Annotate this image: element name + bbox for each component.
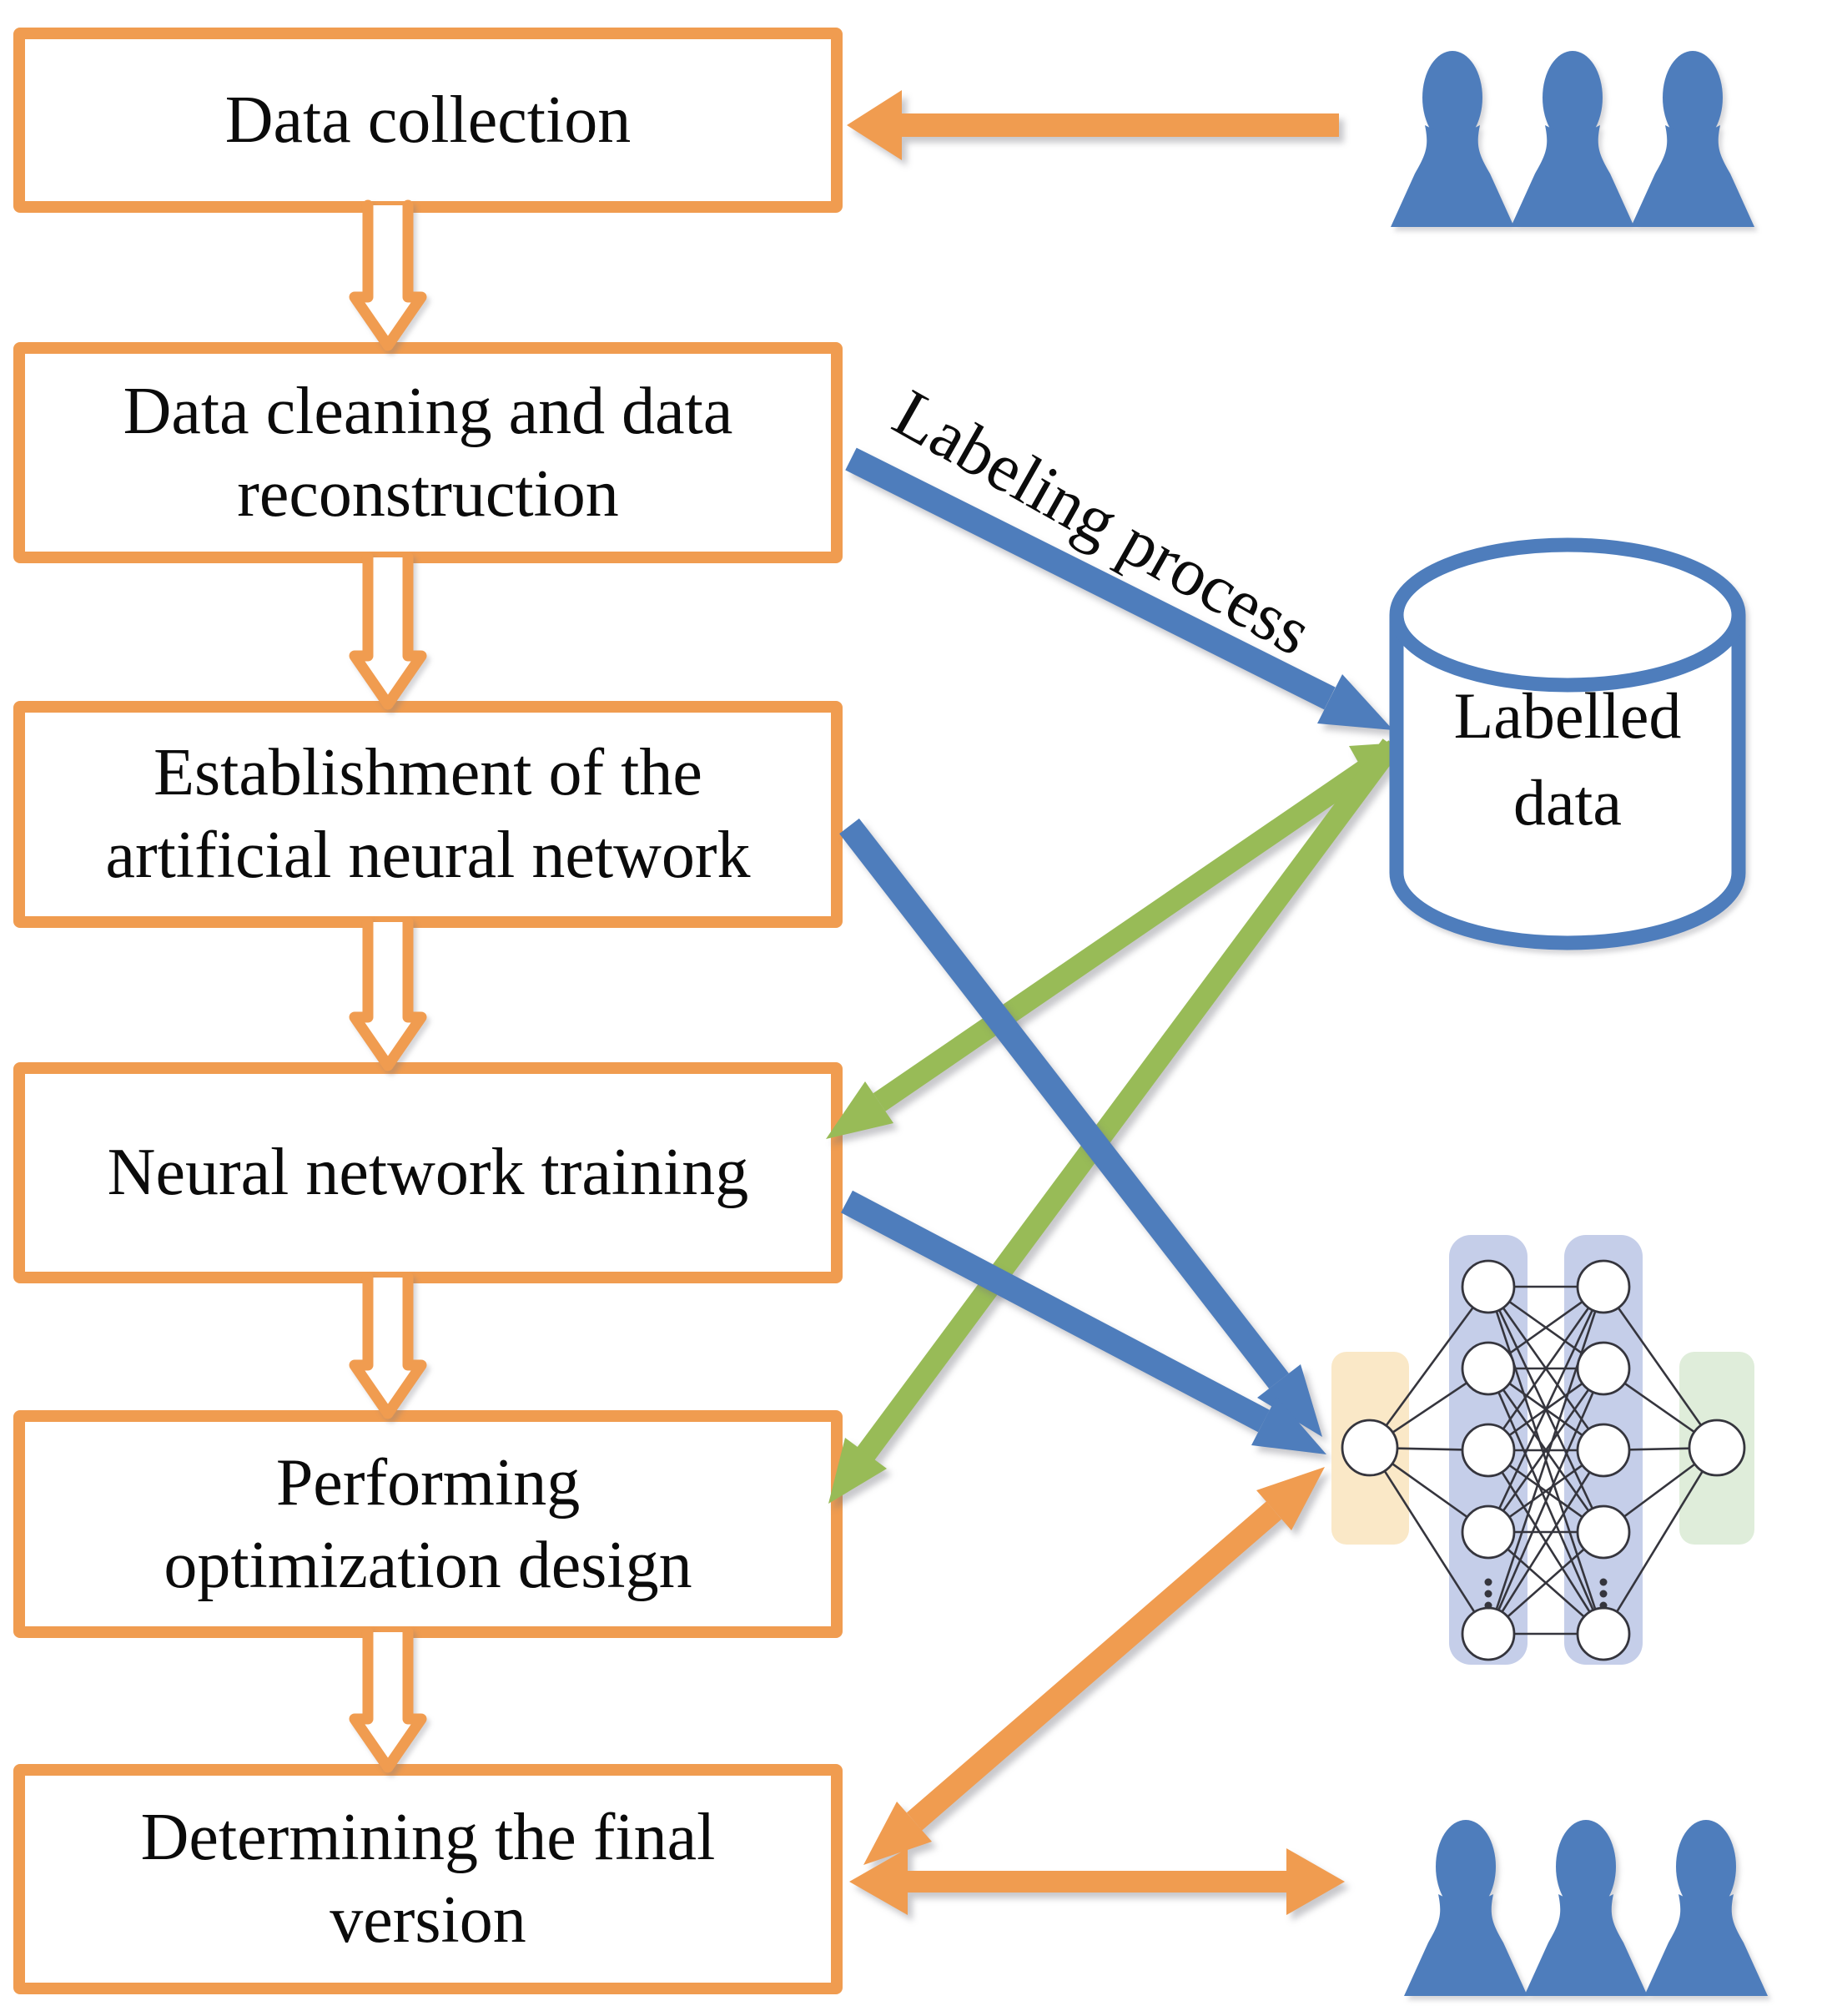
flow-box-optimization: Performing optimization design <box>13 1410 843 1638</box>
arrowhead <box>863 1802 932 1865</box>
flow-box-final-version: Determining the final version <box>13 1764 843 1994</box>
flow-box-nn-training: Neural network training <box>13 1062 843 1283</box>
nn-node <box>1341 1419 1399 1477</box>
neural-network-icon <box>1331 1235 1754 1665</box>
labelled-data-label: Labelled data <box>1453 679 1682 839</box>
nn-node <box>1576 1259 1631 1314</box>
nn-node <box>1599 1578 1608 1586</box>
flow-box-ann-establishment: Establishment of the artificial neural n… <box>13 701 843 928</box>
nn-node <box>1576 1504 1631 1560</box>
nn-node <box>1461 1259 1516 1314</box>
nn-connections <box>1368 1285 1719 1635</box>
nn-node <box>1484 1578 1492 1586</box>
down-arrow-icon <box>349 552 427 710</box>
labelled-data-feed-arrows <box>826 738 1402 1504</box>
flow-box-label: Data cleaning and data reconstruction <box>123 374 733 531</box>
arrowhead <box>1257 1364 1322 1437</box>
nn-node <box>1461 1341 1516 1396</box>
nn-node <box>1461 1606 1516 1661</box>
nn-node <box>1688 1419 1746 1477</box>
nn-node <box>1576 1606 1631 1661</box>
flow-box-label: Neural network training <box>107 1136 749 1209</box>
double-arrow-icon <box>849 1848 1345 1915</box>
nn-node <box>1461 1504 1516 1560</box>
nn-node <box>1599 1590 1608 1598</box>
flow-box-label: Performing optimization design <box>164 1445 692 1602</box>
flow-box-label: Establishment of the artificial neural n… <box>105 736 751 892</box>
arrowhead <box>1317 674 1393 730</box>
arrowhead <box>1256 1467 1325 1530</box>
down-arrow-icon <box>349 199 427 351</box>
flow-box-data-collection: Data collection <box>13 28 843 213</box>
nn-node <box>1576 1423 1631 1478</box>
nn-node <box>1484 1590 1492 1598</box>
flow-box-label: Data collection <box>224 83 632 157</box>
nn-node <box>1461 1423 1516 1478</box>
nn-node <box>1484 1601 1492 1610</box>
arrowhead <box>826 1081 893 1139</box>
blue-flow-arrows <box>839 447 1393 1454</box>
nn-node <box>1576 1341 1631 1396</box>
down-arrow-connectors <box>349 199 427 1773</box>
flow-box-label: Determining the final version <box>140 1801 716 1957</box>
down-arrow-icon <box>349 1626 427 1773</box>
down-arrow-icon <box>349 1272 427 1419</box>
flow-box-data-cleaning: Data cleaning and data reconstruction <box>13 342 843 563</box>
nn-nodes <box>1341 1259 1746 1661</box>
left-arrow-icon <box>847 90 1339 160</box>
users-icon-top <box>1391 51 1754 227</box>
orange-io-arrows <box>847 90 1345 1915</box>
arrowhead <box>828 1438 887 1504</box>
users-icon-bottom <box>1404 1820 1768 1996</box>
arrowhead <box>1251 1397 1326 1454</box>
down-arrow-icon <box>349 916 427 1071</box>
database-cylinder-icon <box>1389 537 1746 950</box>
nn-node <box>1599 1601 1608 1610</box>
